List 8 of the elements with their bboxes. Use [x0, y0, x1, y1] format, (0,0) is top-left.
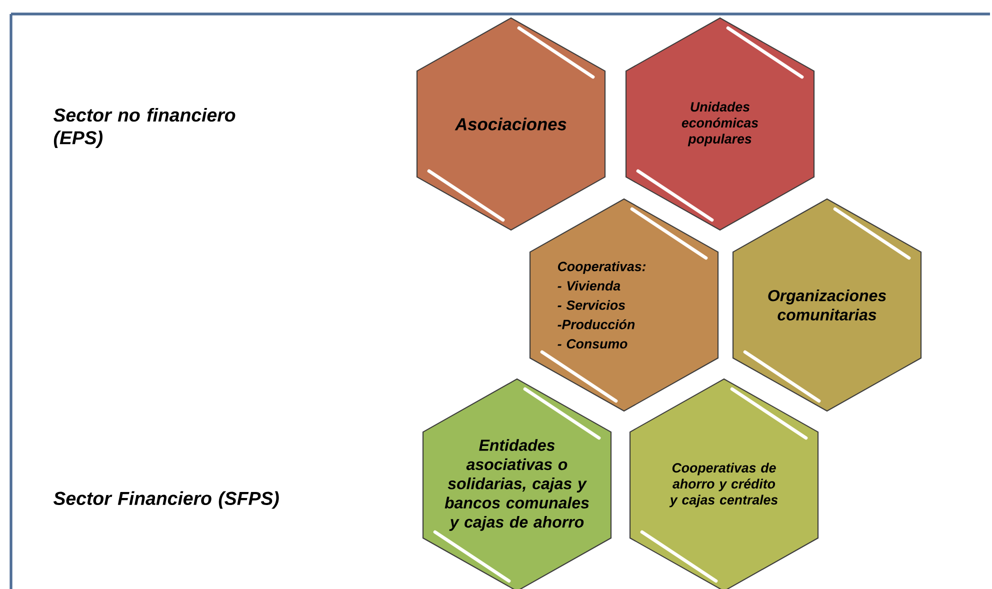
hexagon: Unidades económicas populares	[625, 17, 815, 231]
hexagon: Entidades asociativas o solidarias, cajas y bancos comunales y cajas de ahorro	[422, 378, 612, 589]
hexagon: Asociaciones	[416, 17, 606, 231]
sector-label: Sector no financiero (EPS)	[54, 108, 236, 148]
hexagon: Cooperativas de ahorro y crédito y cajas centrales	[629, 378, 819, 589]
hexagon: Organizaciones comunitarias	[732, 198, 922, 412]
hexagon: Cooperativas: - Vivienda - Servicios -Producción - Consumo	[529, 198, 719, 412]
sector-label: Sector Financiero (SFPS)	[54, 491, 279, 509]
